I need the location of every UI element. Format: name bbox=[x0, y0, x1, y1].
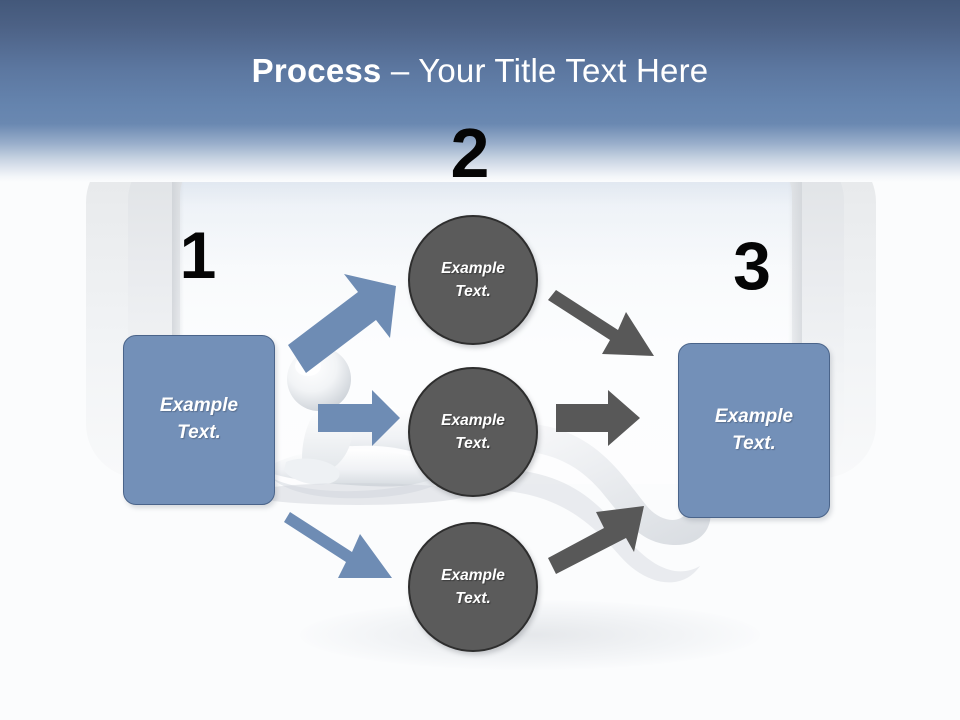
page-title-light: Your Title Text Here bbox=[418, 52, 709, 89]
page-title-separator: – bbox=[381, 52, 419, 89]
page-title-strong: Process bbox=[251, 52, 382, 89]
step-2-circle-1-label: Example Text. bbox=[441, 259, 505, 300]
step-1-label: Example Text. bbox=[159, 395, 239, 443]
step-number-3: 3 bbox=[733, 228, 771, 304]
step-number-1: 1 bbox=[179, 218, 217, 292]
step-number-2: 2 bbox=[450, 114, 490, 192]
step-2-circle-3[interactable]: Example Text. bbox=[408, 522, 538, 652]
connector-blue-up bbox=[288, 274, 396, 373]
step-1-box[interactable]: Example Text. bbox=[123, 335, 275, 505]
connector-gray-straight bbox=[556, 390, 640, 446]
title-banner bbox=[0, 0, 960, 182]
connector-blue-down bbox=[284, 512, 392, 578]
step-2-circle-2[interactable]: Example Text. bbox=[408, 367, 538, 497]
step-3-label: Example Text. bbox=[714, 405, 794, 454]
page-title: Process – Your Title Text Here bbox=[0, 52, 960, 90]
connector-gray-down bbox=[548, 290, 654, 356]
step-2-circle-2-label: Example Text. bbox=[441, 411, 505, 452]
step-2-circle-1[interactable]: Example Text. bbox=[408, 215, 538, 345]
step-2-circle-3-label: Example Text. bbox=[441, 566, 505, 607]
step-3-box[interactable]: Example Text. bbox=[678, 343, 830, 518]
connector-gray-up bbox=[548, 506, 644, 574]
connector-blue-straight bbox=[318, 390, 400, 446]
